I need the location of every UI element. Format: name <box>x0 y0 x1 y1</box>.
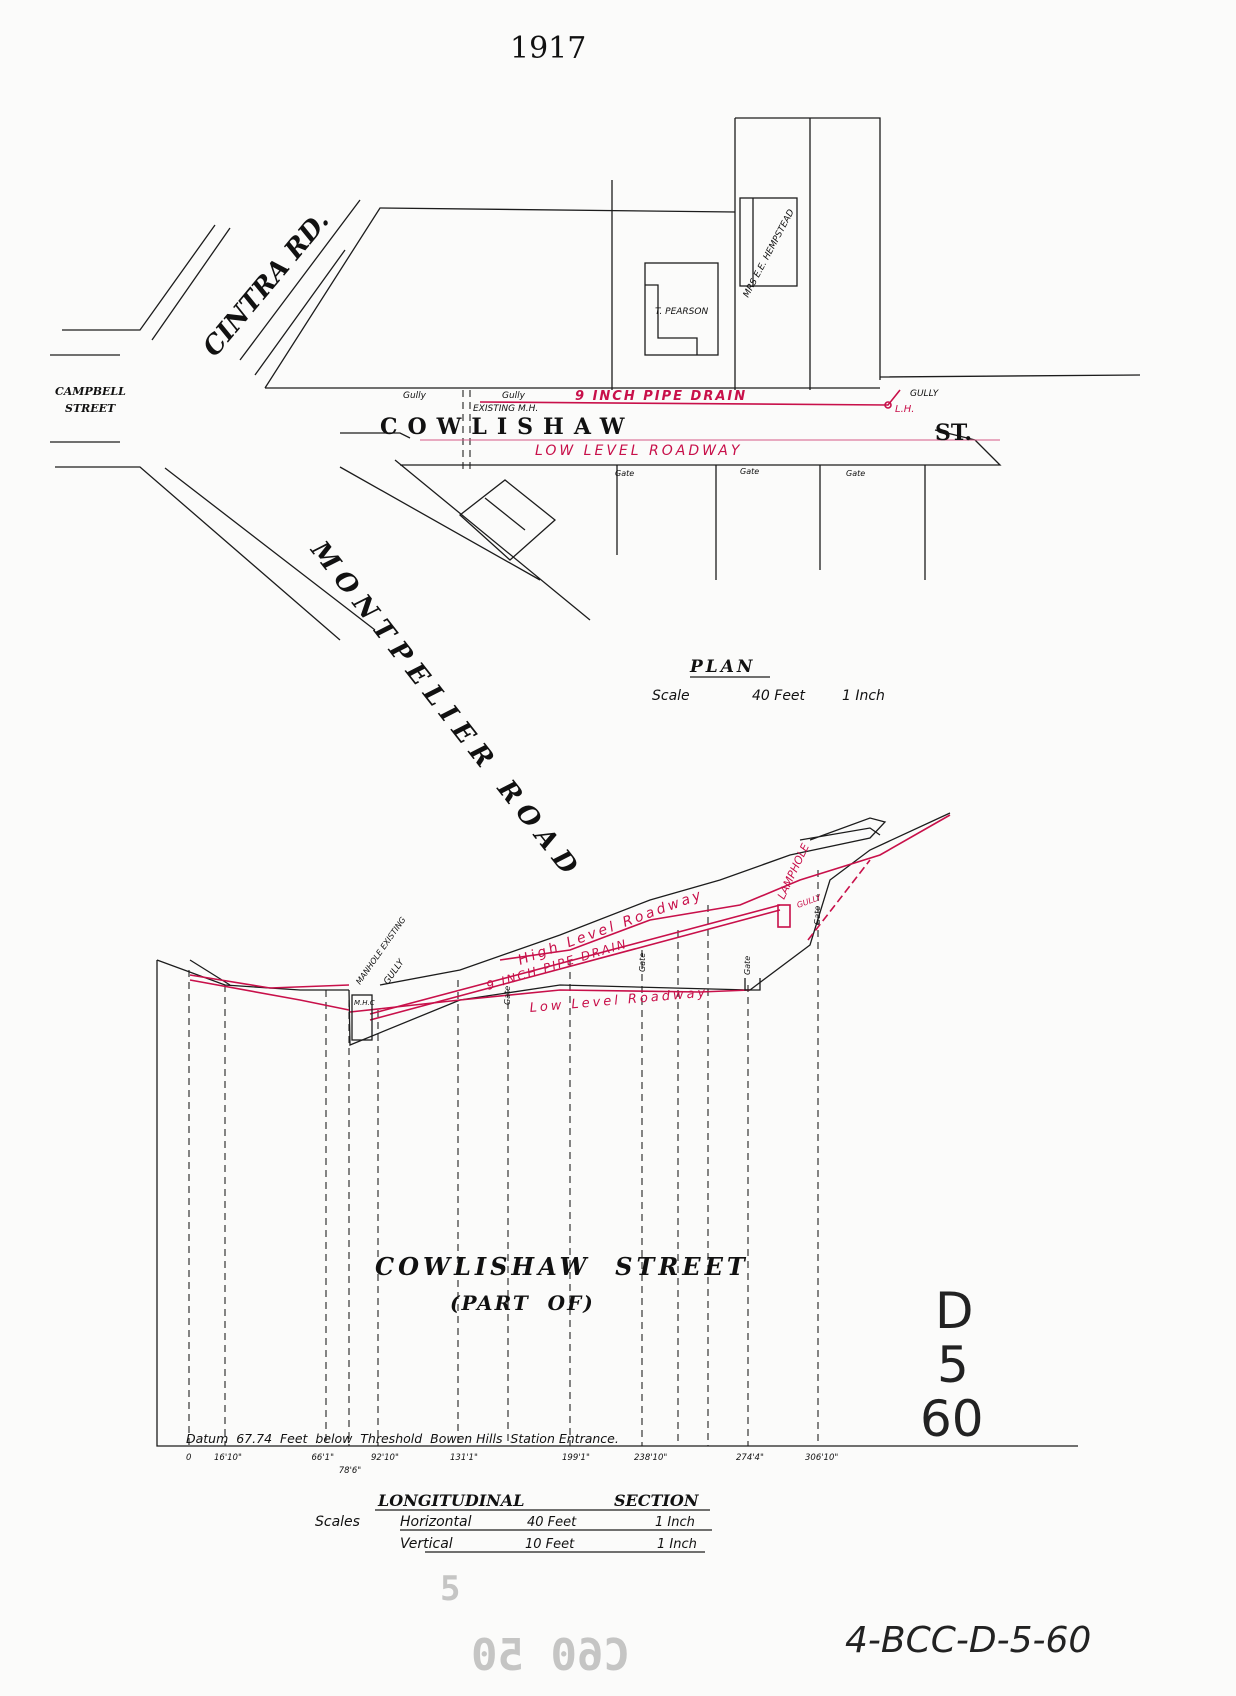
lamphole-box <box>777 904 791 928</box>
scales-label: Scales <box>315 1514 360 1530</box>
section-title-2: SECTION <box>614 1491 700 1510</box>
reference-d: D <box>935 1282 974 1340</box>
pipe-drain-label: 9 INCH PIPE DRAIN <box>575 389 747 404</box>
scale-horizontal-label: Horizontal <box>400 1514 472 1530</box>
plan-title: PLAN <box>689 657 755 677</box>
manhole-existing-label: MANHOLE EXISTING <box>354 915 407 986</box>
plan-scale-inch: 1 Inch <box>842 688 885 704</box>
pearson-house <box>644 262 719 356</box>
plan-scale-label: Scale <box>652 688 690 704</box>
gate-label: Gate <box>740 467 759 476</box>
scale-vertical-label: Vertical <box>400 1536 453 1552</box>
datum-note: Datum 67.74 Feet below Threshold Bowen H… <box>186 1431 619 1446</box>
scale-vertical-feet: 10 Feet <box>525 1537 575 1552</box>
scale-horizontal-feet: 40 Feet <box>527 1515 577 1530</box>
scale-horizontal-inch: 1 Inch <box>655 1515 695 1530</box>
chainage-label: 78'6" <box>339 1466 362 1476</box>
campbell-street-lines <box>50 224 376 641</box>
gate-label: Gate <box>813 906 822 925</box>
owner-pearson: T. PEARSON <box>655 307 708 317</box>
gully-label-2: Gully <box>502 391 526 401</box>
pearson-house-wing <box>645 284 698 355</box>
scale-vertical-inch: 1 Inch <box>657 1537 697 1552</box>
section-title-1: LONGITUDINAL <box>377 1491 524 1510</box>
plan-view: T. PEARSON MRS E.E. HEMPSTEAD CINTRA RD.… <box>50 117 1141 887</box>
chainage-label: 131'1" <box>450 1453 478 1463</box>
gate-post <box>744 978 761 991</box>
gate-label: Gate <box>846 469 865 478</box>
gate-label: Gate <box>503 986 512 1005</box>
montpelier-road-label: MONTPELIER ROAD <box>304 535 588 887</box>
cintra-road-label: CINTRA RD. <box>197 206 335 362</box>
section-street-label: COWLISHAW STREET <box>375 1252 749 1281</box>
high-level-roadway-red <box>189 814 951 989</box>
existing-mh-label: EXISTING M.H. <box>473 404 538 414</box>
gully-label-3: GULLY <box>910 389 940 399</box>
reference-code: 4-BCC-D-5-60 <box>845 1620 1091 1661</box>
reference-60: 60 <box>920 1390 984 1448</box>
section-frame <box>156 960 1078 1447</box>
existing-manhole-connection <box>462 390 471 470</box>
campbell-label-1: CAMPBELL <box>55 385 126 398</box>
mhc-label: M.H.C <box>354 999 375 1007</box>
chainage-label: 92'10" <box>371 1453 399 1463</box>
gate-label: Gate <box>743 956 752 975</box>
year: 1917 <box>510 31 586 66</box>
lh-label: L.H. <box>895 404 914 415</box>
gully-label-1: Gully <box>403 391 427 401</box>
montpelier-building <box>458 479 557 561</box>
pipe-drain-line <box>479 389 901 406</box>
lamphole-label: LAMPHOLE <box>775 842 812 902</box>
lamphole-marker <box>884 401 892 409</box>
campbell-label-2: STREET <box>65 402 116 415</box>
chainage-label: 0 <box>186 1453 191 1463</box>
hempstead-house <box>739 197 798 287</box>
cintra-road-lines <box>239 199 361 376</box>
low-level-roadway-label: LOW LEVEL ROADWAY <box>535 443 742 459</box>
chainage-label: 199'1" <box>562 1453 590 1463</box>
low-level-roadway-profile <box>189 979 751 1013</box>
property-boundary <box>264 117 1141 390</box>
cowlishaw-label: COWLISHAW <box>380 414 635 440</box>
plan-scale-feet: 40 Feet <box>752 688 806 704</box>
chainage-label: 238'10" <box>634 1453 667 1463</box>
cowlishaw-street-edges <box>339 429 1002 621</box>
chainage-labels: 0 16'10" 66'1" 78'6" 92'10" 131'1" 199'1… <box>186 1453 838 1476</box>
reference-5: 5 <box>937 1336 969 1394</box>
chainage-label: 66'1" <box>312 1453 335 1463</box>
chainage-label: 274'4" <box>736 1453 764 1463</box>
faint-stamp-5: 5 <box>440 1569 460 1609</box>
section-street-part: (PART OF) <box>450 1291 595 1315</box>
faint-stamp: C60 50 <box>471 1630 630 1681</box>
chainage-lines <box>188 870 819 1446</box>
lamphole-profile <box>807 859 871 941</box>
chainage-label: 16'10" <box>214 1453 242 1463</box>
cowlishaw-st-label: ST. <box>935 420 972 446</box>
gate-lines <box>616 465 926 580</box>
chainage-label: 306'10" <box>805 1453 838 1463</box>
high-level-roadway-label: High Level Roadway <box>516 887 706 969</box>
gate-label: Gate <box>638 953 647 972</box>
gate-label: Gate <box>615 469 634 478</box>
manhole-box <box>351 994 373 1041</box>
